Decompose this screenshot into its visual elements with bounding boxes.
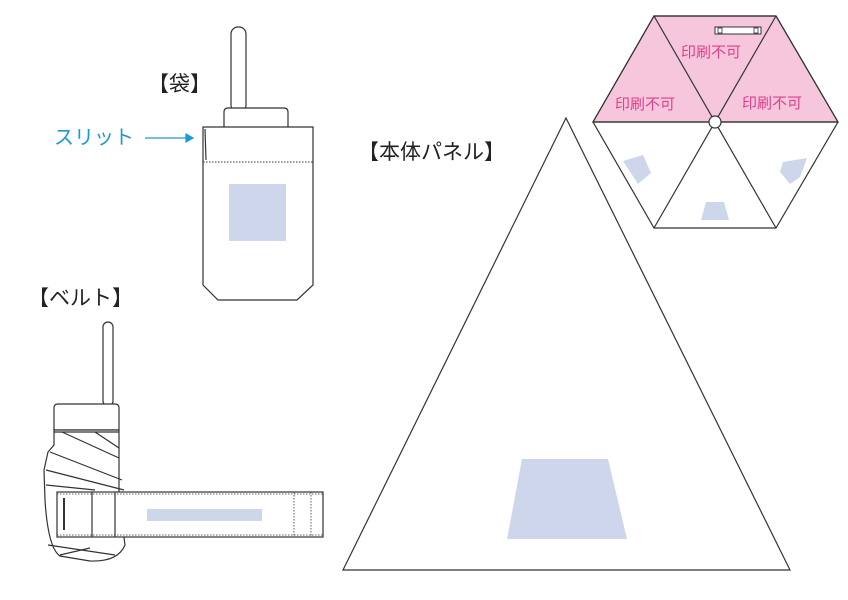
panel-label: 【本体パネル】 <box>358 140 505 164</box>
no-print-label-right: 印刷不可 <box>742 94 802 112</box>
bag-print-area <box>229 184 286 241</box>
belt-illustration <box>43 321 324 562</box>
bag-label: 【袋】 <box>148 72 211 96</box>
belt-print-area <box>147 509 262 521</box>
panel-print-area <box>507 459 627 539</box>
no-print-label-top: 印刷不可 <box>681 43 741 61</box>
slit-arrow <box>145 132 195 144</box>
belt-label: 【ベルト】 <box>28 286 133 310</box>
umbrella-top-view <box>591 15 840 229</box>
bag-illustration <box>202 26 314 301</box>
no-print-label-left: 印刷不可 <box>615 95 675 113</box>
slit-label: スリット <box>54 125 134 149</box>
panel-illustration <box>342 116 791 571</box>
